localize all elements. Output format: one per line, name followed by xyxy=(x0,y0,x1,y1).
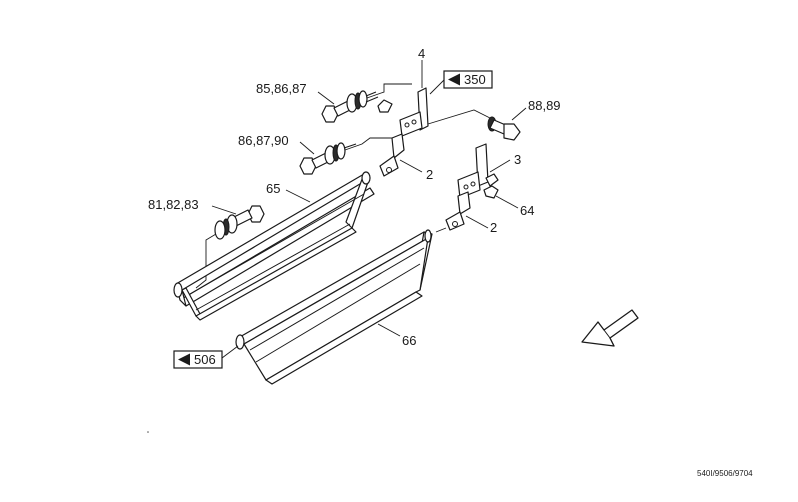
label-81-82-83: 81,82,83 xyxy=(148,197,199,212)
axis-88-89 xyxy=(427,109,491,125)
label-85-86-87: 85,86,87 xyxy=(256,81,307,96)
label-88-89: 88,89 xyxy=(528,98,561,113)
leader-2-lower xyxy=(465,215,489,229)
bracket-2-upper[interactable] xyxy=(379,133,405,177)
leader-66 xyxy=(377,323,401,337)
label-2-lower: 2 xyxy=(490,220,497,235)
leader-88-89 xyxy=(511,107,527,121)
bracket-3[interactable] xyxy=(457,143,499,199)
clip-nut[interactable] xyxy=(377,99,393,113)
frame-65[interactable] xyxy=(173,171,375,321)
clip-64[interactable] xyxy=(483,185,499,199)
bracket-4[interactable] xyxy=(399,87,429,137)
trough-66[interactable] xyxy=(235,229,433,385)
label-4: 4 xyxy=(418,46,425,61)
reference-box-350[interactable]: 350 xyxy=(443,70,493,89)
label-2-upper: 2 xyxy=(426,167,433,182)
reference-350-text: 350 xyxy=(464,72,486,87)
bolt-88-89[interactable] xyxy=(487,116,521,141)
bracket-2-lower[interactable] xyxy=(445,191,471,231)
leader-350 xyxy=(429,79,445,95)
axis-2-lower xyxy=(435,227,447,233)
reference-box-506[interactable]: 506 xyxy=(173,350,223,369)
axis-85-86-87 xyxy=(366,83,412,99)
reference-506-text: 506 xyxy=(194,352,216,367)
label-66: 66 xyxy=(402,333,416,348)
leader-86-87-90 xyxy=(299,141,315,155)
leader-64 xyxy=(495,195,519,209)
axis-86-87-90 xyxy=(344,137,396,151)
leader-506 xyxy=(221,345,239,359)
stray-dot xyxy=(147,431,149,433)
leader-3 xyxy=(489,159,511,173)
leader-2-upper xyxy=(399,159,423,173)
drawing-code: 540I/9506/9704 xyxy=(697,469,753,478)
label-65: 65 xyxy=(266,181,280,196)
leader-65 xyxy=(285,189,311,203)
bolt-81-82-83[interactable] xyxy=(214,205,265,240)
bolt-86-87-90[interactable] xyxy=(299,142,357,175)
label-64: 64 xyxy=(520,203,534,218)
axis-81-82-83 xyxy=(195,233,217,289)
leader-85-86-87 xyxy=(317,91,335,105)
leader-81-82-83 xyxy=(211,205,237,215)
bolt-85-86-87[interactable] xyxy=(321,90,379,123)
label-86-87-90: 86,87,90 xyxy=(238,133,289,148)
direction-arrow-icon xyxy=(581,309,639,347)
label-3: 3 xyxy=(514,152,521,167)
